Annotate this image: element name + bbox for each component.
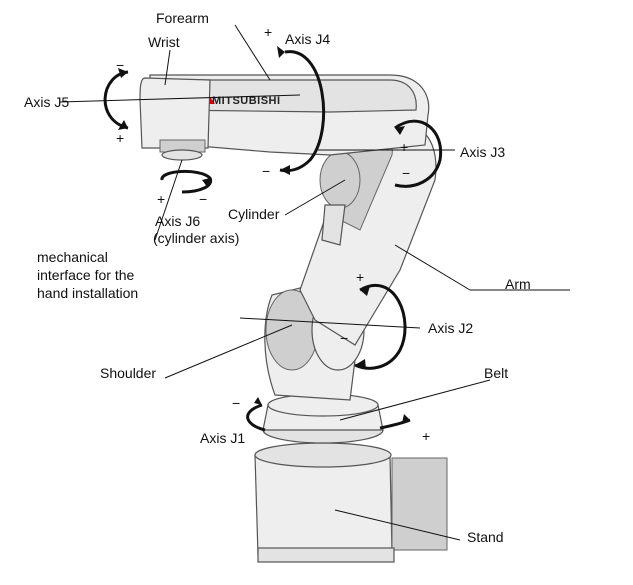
mech-interface-label-2: interface for the bbox=[37, 267, 134, 283]
arm-leader bbox=[394, 244, 471, 291]
j6-plus-sign: + bbox=[157, 191, 165, 207]
axis-j2-line bbox=[239, 317, 421, 329]
axis-j2-label: Axis J2 bbox=[428, 320, 473, 336]
axis-j5-label: Axis J5 bbox=[24, 94, 69, 110]
stand-label: Stand bbox=[467, 529, 504, 545]
axis-j4-label: Axis J4 bbox=[285, 31, 330, 47]
arm-label: Arm bbox=[505, 276, 531, 292]
axis-j5-line bbox=[59, 94, 301, 103]
axis-j3-arrowhead-icon bbox=[395, 126, 405, 135]
axis-j5-arrowhead-icon bbox=[118, 68, 128, 78]
mech-interface-label-3: hand installation bbox=[37, 285, 138, 301]
forearm-label: Forearm bbox=[156, 10, 209, 26]
j1-minus-sign: − bbox=[232, 395, 240, 411]
axis-j1-arrowhead2-icon bbox=[402, 414, 410, 423]
axis-j3-arrow bbox=[394, 119, 443, 188]
axis-j2-arrowhead2-icon bbox=[355, 359, 366, 369]
mitsubishi-logo: MITSUBISHI bbox=[212, 95, 281, 107]
wrist-leader bbox=[164, 49, 171, 86]
wrist-body bbox=[139, 77, 211, 161]
j1-plus-sign: + bbox=[422, 428, 430, 444]
j5-plus-sign: + bbox=[116, 130, 124, 146]
axis-j6-arrow bbox=[160, 169, 213, 194]
axis-j6-label: Axis J6 bbox=[155, 213, 200, 229]
axis-j5-arrowhead2-icon bbox=[118, 120, 128, 130]
axis-j4-arrowhead-icon bbox=[277, 46, 285, 58]
forearm-body: MITSUBISHI bbox=[149, 74, 430, 156]
j2-minus-sign: − bbox=[340, 330, 348, 346]
cylinder-body bbox=[319, 151, 361, 246]
belt-label: Belt bbox=[484, 365, 508, 381]
j5-minus-sign: − bbox=[116, 57, 124, 73]
stand-leader bbox=[334, 509, 461, 541]
j3-minus-sign: − bbox=[402, 165, 410, 181]
axis-j2-arrowhead-icon bbox=[360, 286, 370, 296]
axis-j1-label: Axis J1 bbox=[200, 430, 245, 446]
j2-plus-sign: + bbox=[356, 269, 364, 285]
axis-j4-arrowhead2-icon bbox=[280, 165, 290, 175]
belt-base bbox=[262, 393, 384, 444]
stand-body bbox=[254, 442, 448, 563]
cylinder-leader bbox=[284, 179, 346, 216]
axis-j6-sublabel: (cylinder axis) bbox=[153, 230, 239, 246]
forearm-leader bbox=[234, 24, 271, 81]
axis-j3-label: Axis J3 bbox=[460, 144, 505, 160]
axis-j4-arrow bbox=[279, 50, 326, 173]
cylinder-label: Cylinder bbox=[228, 206, 280, 222]
axis-j6-arrowhead-icon bbox=[202, 178, 210, 188]
j4-plus-sign: + bbox=[264, 24, 272, 40]
axis-j1-arrowhead-icon bbox=[254, 397, 262, 405]
j4-minus-sign: − bbox=[262, 163, 270, 179]
mech-interface-label-1: mechanical bbox=[37, 249, 108, 265]
belt-leader bbox=[339, 379, 491, 421]
j3-plus-sign: + bbox=[400, 139, 408, 155]
arm-body bbox=[299, 123, 437, 346]
j6-minus-sign: − bbox=[199, 191, 207, 207]
wrist-label: Wrist bbox=[148, 34, 180, 50]
axis-j1-arrow bbox=[246, 403, 411, 432]
mech-interface-leader bbox=[154, 159, 183, 241]
axis-j2-arrow bbox=[354, 283, 407, 370]
shoulder-leader bbox=[164, 324, 293, 379]
shoulder-label: Shoulder bbox=[100, 365, 156, 381]
